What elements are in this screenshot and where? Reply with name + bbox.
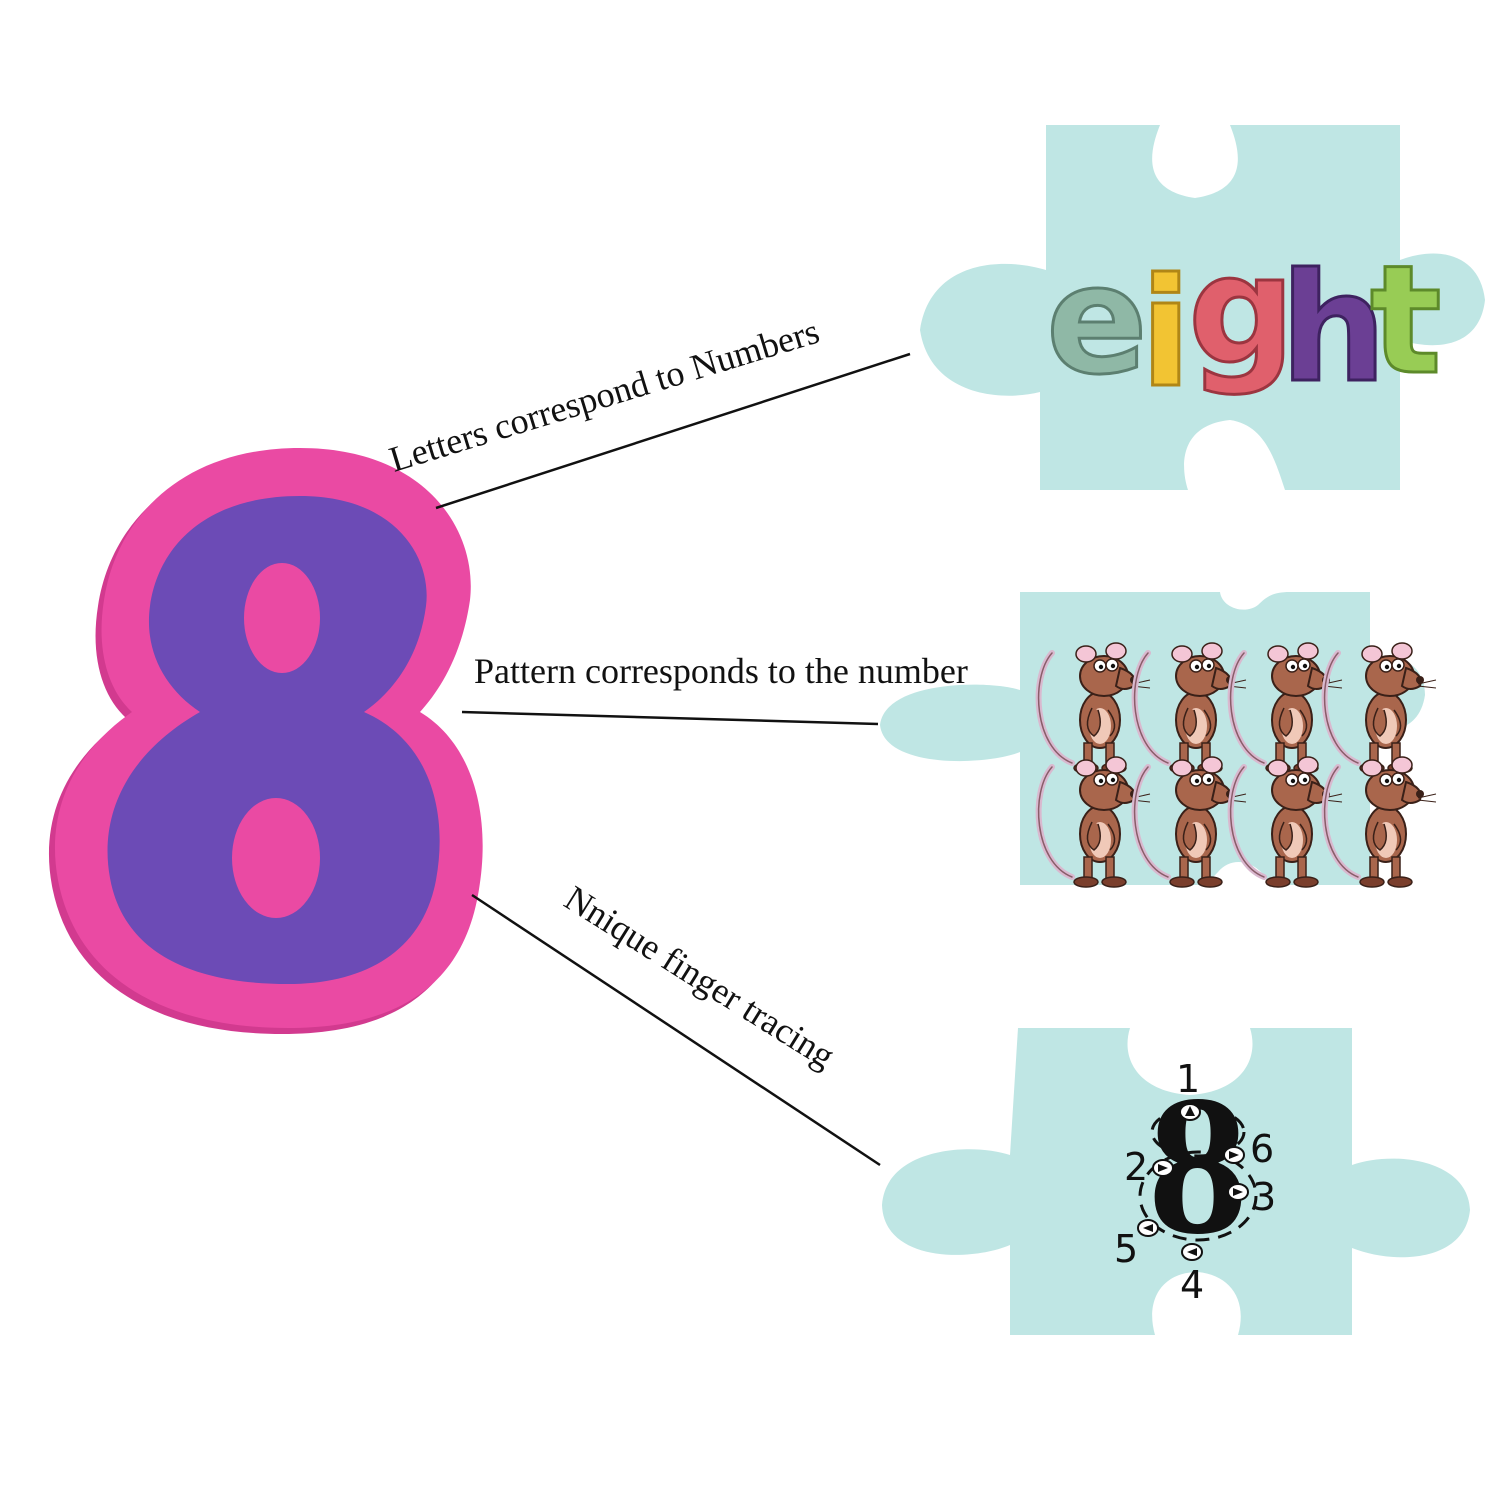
connector-line-letters (435, 352, 911, 510)
puzzle-shape-pattern (880, 592, 1425, 885)
arrow-marker-icon (1137, 1219, 1159, 1237)
tracing-step-6: 6 (1250, 1127, 1274, 1171)
word-letter-i: i (1140, 247, 1191, 421)
connector-line-tracing (471, 893, 881, 1167)
foam-number-eight (48, 448, 483, 1034)
arrow-marker-icon (1179, 1103, 1201, 1121)
caption-pattern: Pattern corresponds to the number (474, 651, 968, 691)
puzzle-piece-tracing: 8 1 2 3 4 5 6 (882, 1028, 1470, 1335)
word-letter-g: g (1188, 224, 1295, 398)
puzzle-shape-word (920, 125, 1485, 490)
arrow-marker-icon (1152, 1159, 1174, 1177)
eight-lower-hole (232, 798, 320, 918)
arrow-marker-icon (1223, 1146, 1245, 1164)
word-letter-h: h (1280, 242, 1387, 416)
arrow-marker-icon (1181, 1243, 1203, 1261)
tracing-step-5: 5 (1114, 1227, 1138, 1271)
tracing-step-3: 3 (1252, 1175, 1276, 1219)
tracing-step-2: 2 (1124, 1145, 1148, 1189)
puzzle-shape-tracing (882, 1028, 1470, 1335)
arrow-marker-icon (1227, 1183, 1249, 1201)
tracing-path-bottom (1138, 1150, 1258, 1242)
eight-upper-hole (244, 563, 320, 673)
puzzle-piece-word: e i g h t (920, 125, 1485, 490)
tracing-step-1: 1 (1176, 1057, 1200, 1101)
puzzle-piece-pattern (880, 592, 1436, 887)
tracing-step-4: 4 (1180, 1263, 1204, 1307)
word-letter-t: t (1370, 234, 1442, 408)
connector-line-pattern (461, 710, 879, 726)
word-letter-e: e (1046, 234, 1148, 408)
